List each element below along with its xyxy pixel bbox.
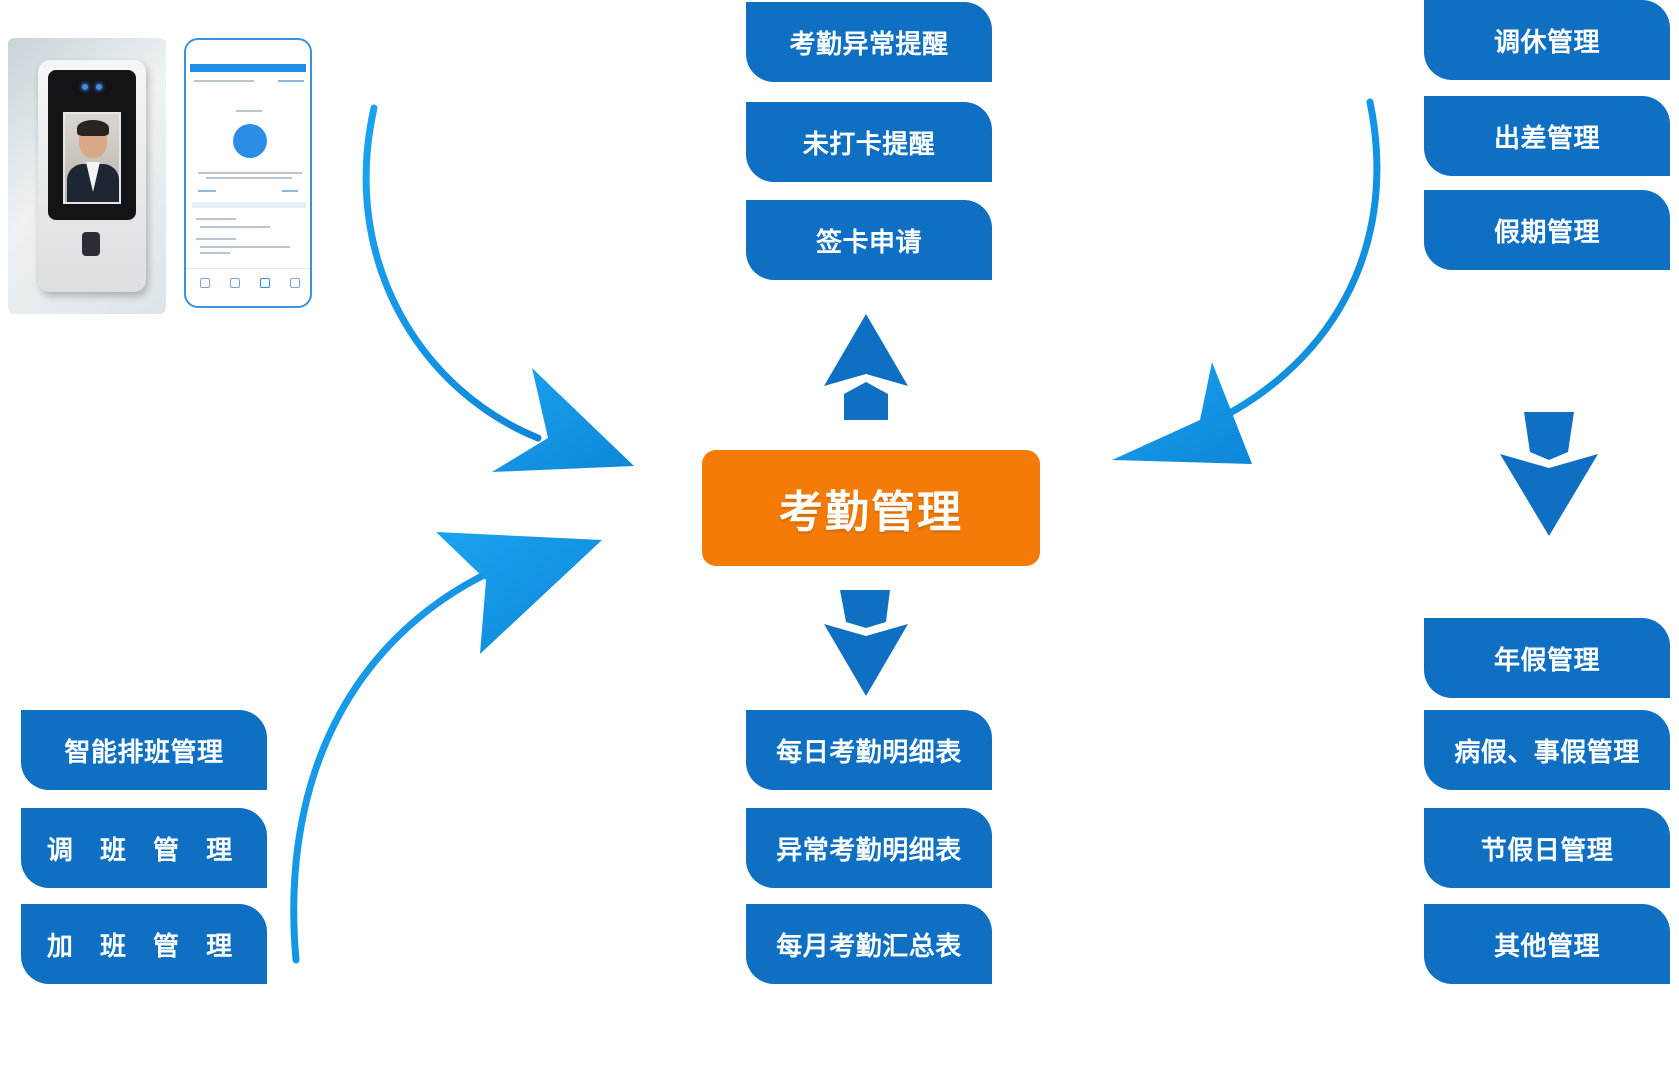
box-other-management: 其他管理 [1424,904,1670,984]
box-shift-swap: 调 班 管 理 [21,808,267,888]
camera-light-icon [82,84,88,90]
box-sign-card-application: 签卡申请 [746,200,992,280]
box-exception-attendance-detail: 异常考勤明细表 [746,808,992,888]
box-monthly-attendance-summary: 每月考勤汇总表 [746,904,992,984]
camera-light-icon [96,84,102,90]
fingerprint-sensor-icon [82,232,100,256]
box-compensatory-leave: 调休管理 [1424,0,1670,80]
terminal-screen [48,70,136,220]
face-photo [63,112,121,204]
box-overtime: 加 班 管 理 [21,904,267,984]
box-annual-leave: 年假管理 [1424,618,1670,698]
up-arrow [824,314,908,420]
box-sick-personal-leave: 病假、事假管理 [1424,710,1670,790]
curved-arrow-top-left [362,104,634,472]
face-recognition-terminal-image [8,38,166,314]
box-holiday-management: 假期管理 [1424,190,1670,270]
down-arrow [824,590,908,696]
box-attendance-exception-reminder: 考勤异常提醒 [746,2,992,82]
box-daily-attendance-detail: 每日考勤明细表 [746,710,992,790]
punch-in-button-icon [233,124,267,158]
box-smart-scheduling: 智能排班管理 [21,710,267,790]
right-down-arrow [1500,412,1598,536]
curved-arrow-top-right [1112,98,1381,464]
box-business-trip: 出差管理 [1424,96,1670,176]
curved-arrow-bottom-left [290,532,602,964]
mobile-app-mockup [184,38,312,308]
box-missed-punch-reminder: 未打卡提醒 [746,102,992,182]
attendance-terminal [38,60,146,292]
center-attendance-management: 考勤管理 [702,450,1040,566]
box-public-holidays: 节假日管理 [1424,808,1670,888]
